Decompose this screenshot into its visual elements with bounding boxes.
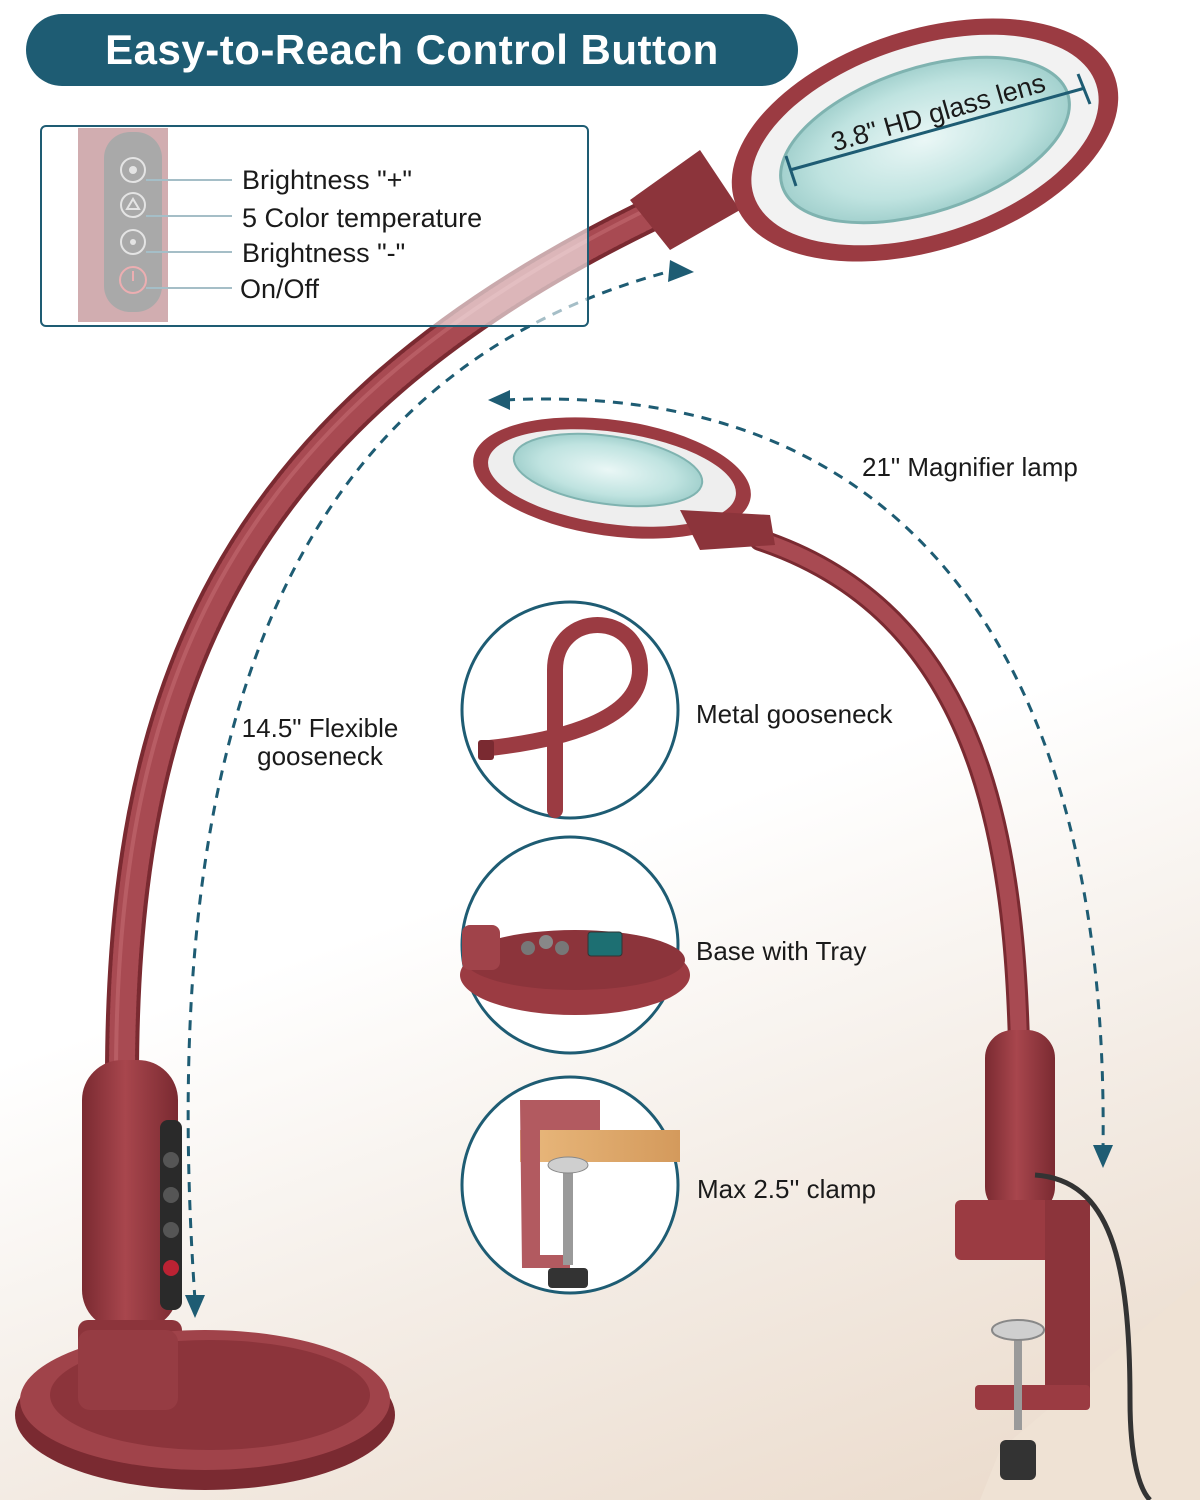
feature-label-clamp: Max 2.5'' clamp [697, 1174, 876, 1204]
arrow-heads [185, 260, 1113, 1318]
right-lamp-head [473, 417, 775, 550]
feature-circle-base [460, 835, 690, 1055]
gooseneck-length-line1: 14.5" Flexible [241, 713, 399, 743]
control-label-power: On/Off [240, 274, 320, 304]
left-lamp-base [15, 1330, 395, 1490]
feature-label-gooseneck: Metal gooseneck [696, 699, 893, 729]
control-label-color-temperature: 5 Color temperature [242, 203, 483, 233]
feature-circle-clamp [460, 1075, 680, 1295]
gooseneck-length-line2: gooseneck [257, 741, 383, 771]
control-panel [40, 125, 589, 327]
control-label-brightness-up: Brightness "+" [242, 165, 413, 195]
feature-circle-gooseneck [460, 600, 680, 820]
right-lamp-clamp [955, 1030, 1152, 1500]
dimension-arrows [186, 268, 1105, 1301]
lamp-length-label: 21" Magnifier lamp [862, 452, 1078, 482]
left-lamp-head [630, 18, 1119, 262]
banner-title: Easy-to-Reach Control Button [26, 14, 798, 86]
control-label-brightness-down: Brightness "-" [242, 238, 406, 268]
gooseneck-length-label: 14.5" Flexible gooseneck [230, 714, 410, 770]
feature-label-base: Base with Tray [696, 936, 867, 966]
